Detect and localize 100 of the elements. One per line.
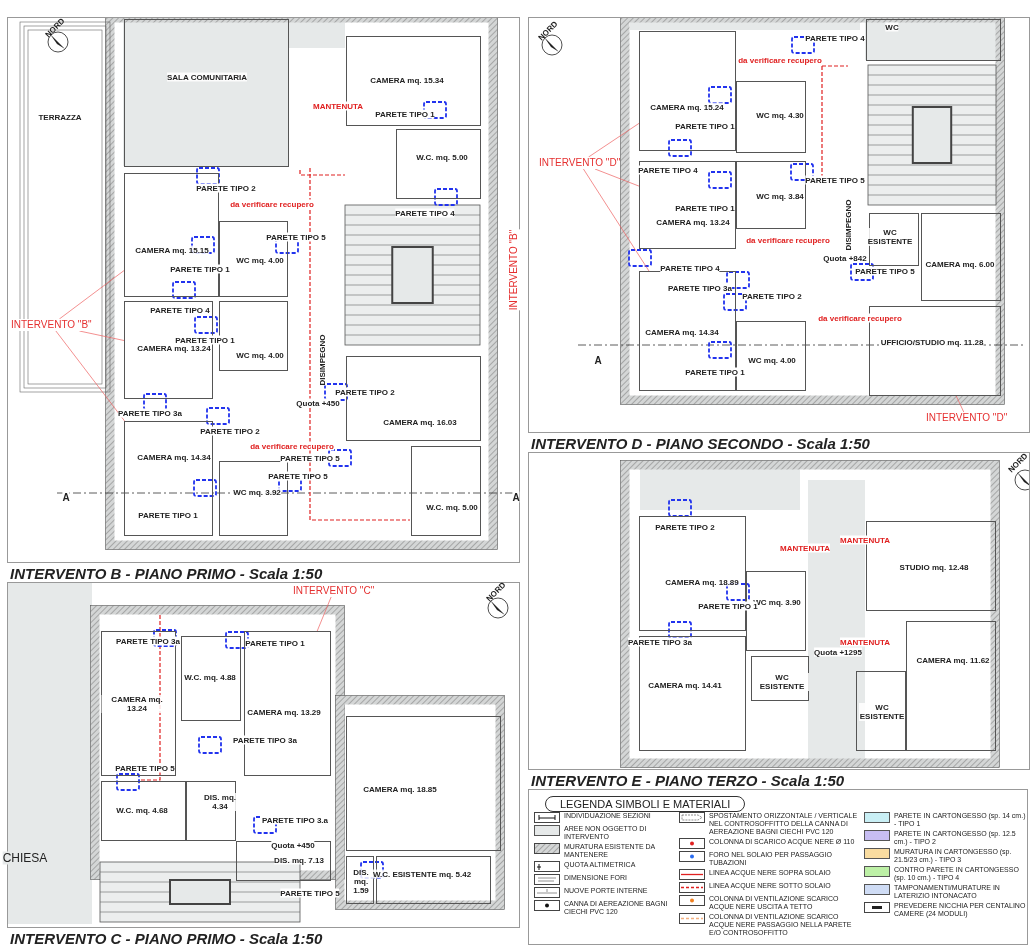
room-outline [751,656,809,701]
room-label: CAMERA mq. 6.00 [925,259,995,269]
room-outline [124,19,289,167]
plan-note: PARETE TIPO 3.a [261,815,329,825]
room-label: CAMERA mq. 15.34 [370,75,444,85]
leader-line [955,395,965,413]
room-label: SALA COMUNITARIA [167,72,247,82]
plan-note: PARETE TIPO 5 [280,453,340,463]
section-mark: A [512,491,520,503]
plan-note: PARETE TIPO 2 [655,522,715,532]
room-label: WC mq. 4.00 [236,350,284,360]
plan-note: Quota +450 [271,840,315,850]
plan-note: PARETE TIPO 1 [138,510,198,520]
room-outline [736,161,806,229]
room-label: WC mq. 3.84 [756,191,804,201]
plan-note: PARETE TIPO 3a [118,408,182,418]
room-outline [856,671,906,751]
leader-line [594,168,640,187]
plan-note: PARETE TIPO 4 [395,208,455,218]
plan-note: PARETE TIPO 5 [280,888,340,898]
plan-note: da verificare recupero [818,313,902,323]
room-label: CAMERA mq. 14.34 [645,327,719,337]
plan-note: MANTENUTA [779,543,831,553]
section-mark: A [594,354,602,366]
room-label: STUDIO mq. 12.48 [899,562,969,572]
plan-note: Quota +1295 [814,647,862,657]
room-outline [346,856,374,904]
plan-title: INTERVENTO B - PIANO PRIMO - Scala 1:50 [10,565,323,582]
plan-note: PARETE TIPO 3a [233,735,297,745]
callout-label: INTERVENTO "D" [539,157,621,169]
section-mark: A [62,491,70,503]
plan-note: PARETE TIPO 4 [638,165,698,175]
room-label: CAMERA mq. 15.15 [135,245,209,255]
room-label: CAMERA mq. 16.03 [383,417,457,427]
room-label: CAMERA mq. 13.29 [247,707,321,717]
room-label: CAMERA mq. 18.85 [363,784,437,794]
callout-label: INTERVENTO "B" [508,229,520,311]
plan-note: PARETE TIPO 4 [150,305,210,315]
leader-line [588,123,640,158]
room-outline [869,213,919,266]
room-label: W.C. mq. 5.00 [426,502,478,512]
plan-note: PARETE TIPO 3a [668,283,732,293]
leader-line [79,330,125,341]
area-label: CHIESA [2,851,48,865]
plan-note: MANTENUTA [839,637,891,647]
room-outline [101,781,186,841]
plan-note: PARETE TIPO 5 [855,266,915,276]
room-outline [736,81,806,153]
plan-note: da verificare recupero [250,441,334,451]
room-label: DIS. mq. 7.13 [274,855,324,865]
plan-note: PARETE TIPO 1 [175,335,235,345]
plan-note: PARETE TIPO 1 [685,367,745,377]
room-label: CAMERA mq. 18.89 [665,577,739,587]
plan-note: PARETE TIPO 3a [116,636,180,646]
plan-note: DISIMPEGNO [843,199,853,251]
plan-note: PARETE TIPO 4 [805,33,865,43]
room-label: W.C. ESISTENTE mq. 5.42 [372,869,472,879]
room-label: CAMERA mq. 13.24 [137,343,211,353]
room-label: W.C. mq. 4.68 [116,805,168,815]
leader-line [55,330,125,422]
plan-note: da verificare recupero [738,55,822,65]
plan-title: INTERVENTO E - PIANO TERZO - Scala 1:50 [531,772,845,789]
plan-note: da verificare recupero [746,235,830,245]
plan-note: PARETE TIPO 2 [335,387,395,397]
room-label: CAMERA mq. 14.34 [137,452,211,462]
callout-label: INTERVENTO "D" [926,412,1008,424]
plan-note: PARETE TIPO 1 [375,109,435,119]
room-outline [906,621,996,751]
plan-note: TERRAZZA [38,112,82,122]
plan-note: PARETE TIPO 1 [245,638,305,648]
plan-note: MANTENUTA [839,535,891,545]
plan-note: PARETE TIPO 3a [628,637,692,647]
room-outline [396,129,481,199]
room-outline [181,636,241,721]
plan-note: Quota +450 [296,398,340,408]
plan-note: PARETE TIPO 2 [200,426,260,436]
plan-title: INTERVENTO D - PIANO SECONDO - Scala 1:50 [531,435,870,452]
plan-note: PARETE TIPO 2 [196,183,256,193]
room-outline [921,213,1001,301]
room-label: WC ESISTENTE [859,703,905,721]
room-label: CAMERA mq. 13.24 [656,217,730,227]
room-outline [736,321,806,391]
plan-note: da verificare recupero [230,199,314,209]
room-label: WC ESISTENTE [867,228,913,246]
plan-note: PARETE TIPO 1 [675,203,735,213]
room-label: CAMERA mq. 11.62 [916,655,990,665]
plan-note: PARETE TIPO 4 [660,263,720,273]
plan-note: PARETE TIPO 5 [268,471,328,481]
plan-note: PARETE TIPO 1 [170,264,230,274]
leader-line [59,270,125,320]
plan-note: PARETE TIPO 5 [115,763,175,773]
room-label: WC mq. 3.92 [233,487,281,497]
room-label: WC mq. 4.00 [236,255,284,265]
callout-label: INTERVENTO "B" [11,319,92,331]
room-label: UFFICIO/STUDIO mq. 11.28 [880,337,984,347]
plan-note: MANTENUTA [312,101,364,111]
room-outline [866,19,1001,61]
room-outline [346,716,501,851]
plan-note: PARETE TIPO 5 [805,175,865,185]
room-label: WC mq. 4.30 [756,110,804,120]
